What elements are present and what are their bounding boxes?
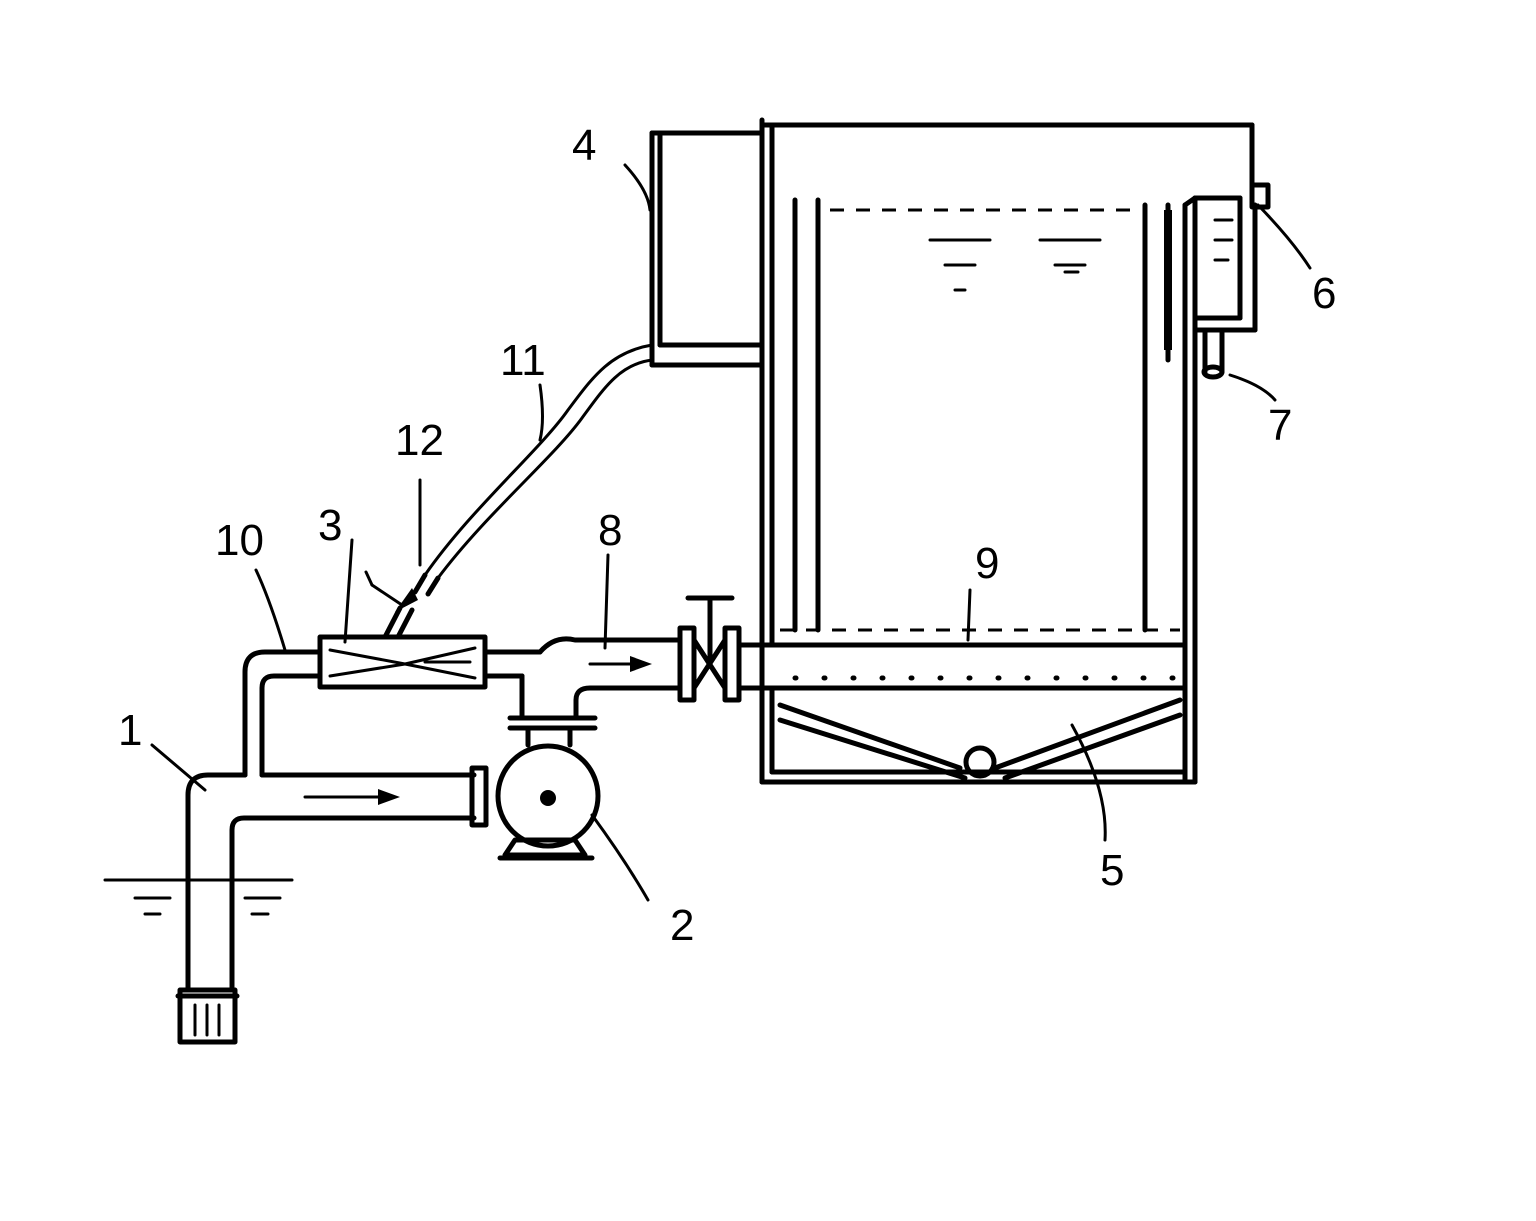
gas-inlet xyxy=(364,570,441,640)
label-8: 8 xyxy=(598,506,622,555)
pump-discharge-flange xyxy=(507,715,598,748)
distribution-pipe xyxy=(736,642,1186,691)
label-5: 5 xyxy=(1100,846,1124,895)
label-1: 1 xyxy=(118,706,142,755)
branch-pipe xyxy=(242,649,323,778)
label-9: 9 xyxy=(975,539,999,588)
pump xyxy=(469,743,601,861)
label-2: 2 xyxy=(670,901,694,950)
suction-pipe xyxy=(185,772,477,993)
label-10: 10 xyxy=(215,516,264,565)
flotation-tank xyxy=(759,117,1255,785)
outlet-pipe xyxy=(482,636,683,721)
overflow-box xyxy=(1192,182,1271,333)
label-3: 3 xyxy=(318,501,342,550)
inlet-valve xyxy=(677,595,742,703)
outlet-pipe-7 xyxy=(1201,327,1225,380)
label-4: 4 xyxy=(572,121,596,170)
leader-lines xyxy=(150,163,1312,902)
suction-strainer xyxy=(175,987,240,1045)
ejector xyxy=(317,634,488,690)
gas-tank xyxy=(649,130,765,368)
intake-water-surface xyxy=(103,878,294,916)
label-6: 6 xyxy=(1312,269,1336,318)
sludge-hopper xyxy=(769,685,1188,781)
label-11: 11 xyxy=(500,336,546,385)
gas-hose xyxy=(423,343,654,580)
label-12: 12 xyxy=(395,416,444,465)
label-7: 7 xyxy=(1268,401,1292,450)
